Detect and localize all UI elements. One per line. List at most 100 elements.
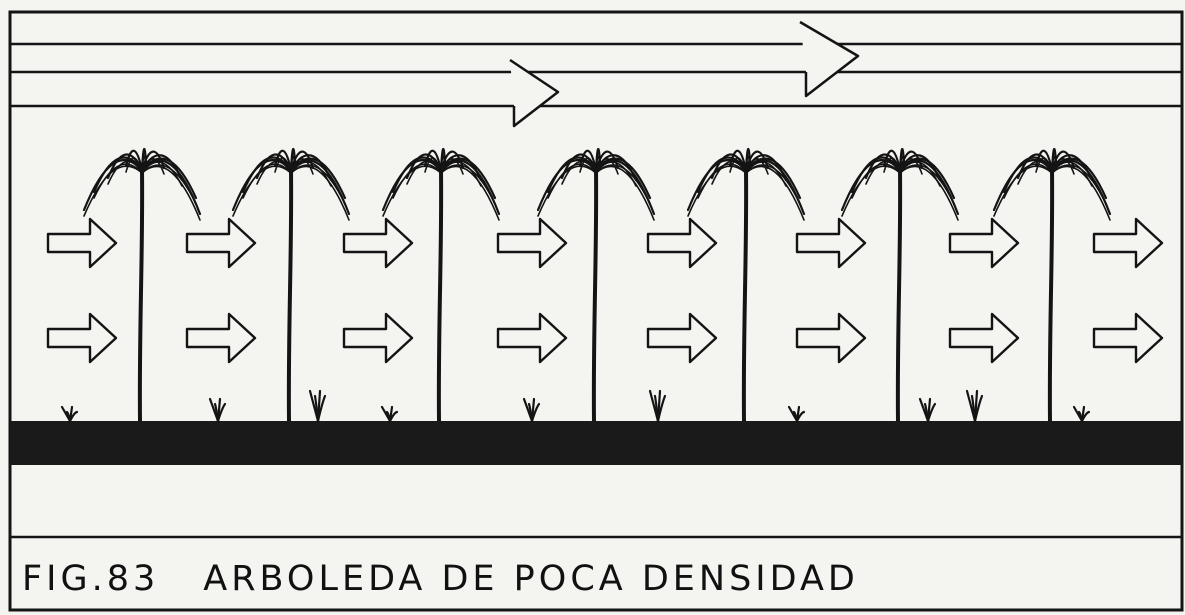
palm-tree [381,148,501,422]
palm-frond [423,149,443,172]
palm-frond [729,157,747,174]
upper-wind-arrow-head-1 [799,20,860,98]
palm-tree [231,148,351,422]
palm-frond [745,165,805,221]
shrub-stem [795,410,806,423]
figure-caption: FIG.83 ARBOLEDA DE POCA DENSIDAD [22,553,859,605]
palm-frond [290,165,350,221]
shrub-stem [216,402,227,423]
shrub [787,405,806,423]
wind-arrow [342,312,414,364]
wind-arrows [46,217,1164,364]
palm-frond [274,157,292,174]
palm-frond [579,157,597,174]
palm-frond [1050,159,1112,216]
palm-frond [1003,163,1053,199]
palm-frond [256,160,292,185]
palm-frond [141,165,201,221]
palm-tree [82,148,202,422]
palm-frond [93,163,143,199]
palm-frond [728,149,748,172]
shrub-stem [1080,410,1091,423]
shrub [1072,405,1091,423]
shrub [965,389,984,423]
palm-frond [547,163,597,199]
wind-arrow [795,312,867,364]
palm-frond [124,149,144,172]
palm-frond [1051,165,1111,221]
palm-frond [883,157,901,174]
palm-frond [899,165,959,221]
shrub [208,397,227,423]
wind-arrow [948,312,1020,364]
palm-frond [851,163,901,199]
palm-frond [382,165,442,217]
figure-title: ARBOLEDA DE POCA DENSIDAD [203,559,859,599]
shrub [648,389,667,423]
shrub-stem [656,394,667,423]
palm-frond [140,159,202,216]
shrub-stem [316,394,327,423]
palm-tree [536,148,656,422]
shrub-stem [530,402,541,423]
wind-arrow [1092,217,1164,269]
palm-frond [242,163,292,199]
ground-band [10,421,1182,465]
wind-arrow [646,217,718,269]
palm-frond [1034,149,1054,172]
palm-trunk [591,169,599,422]
shrub [522,397,541,423]
palm-frond [232,165,292,217]
shrub-stem [68,410,79,423]
frame-border [8,10,1184,612]
palm-tree [686,148,806,422]
palm-frond [578,149,598,172]
palm-trunk [137,169,145,422]
wind-arrow [46,312,118,364]
ground-shrubs [60,389,1091,423]
palm-frond [439,159,501,216]
wind-arrow [185,217,257,269]
wind-arrow [496,217,568,269]
palm-frond [537,165,597,217]
shrub-stem [926,402,937,423]
shrub [380,405,399,423]
palm-frond [406,160,442,185]
palm-frond [1035,157,1053,174]
wind-arrow [185,312,257,364]
upper-wind-arrow-head-2 [509,58,560,128]
palm-frond [289,159,351,216]
palm-trunk [436,169,444,422]
palm-frond [107,160,143,185]
palm-frond [697,163,747,199]
palm-tree [840,148,960,422]
palm-trunk [286,169,294,422]
wind-arrow [795,217,867,269]
palm-frond [83,165,143,217]
palm-frond [898,159,960,216]
palm-frond [687,165,747,217]
shrub-stem [388,410,399,423]
palm-frond [865,160,901,185]
palm-frond [424,157,442,174]
palm-trees [82,148,1112,422]
palm-trunk [741,169,749,422]
palm-frond [841,165,901,217]
palm-frond [594,159,656,216]
palm-frond [711,160,747,185]
palm-frond [392,163,442,199]
palm-frond [744,159,806,216]
shrub [918,397,937,423]
palm-frond [273,149,293,172]
wind-arrow [1092,312,1164,364]
shrub [308,389,327,423]
palm-frond [595,165,655,221]
figure-number: FIG.83 [22,559,160,599]
palm-frond [561,160,597,185]
palm-frond [882,149,902,172]
palm-frond [993,165,1053,217]
shrub [60,405,79,423]
palm-tree [992,148,1112,422]
